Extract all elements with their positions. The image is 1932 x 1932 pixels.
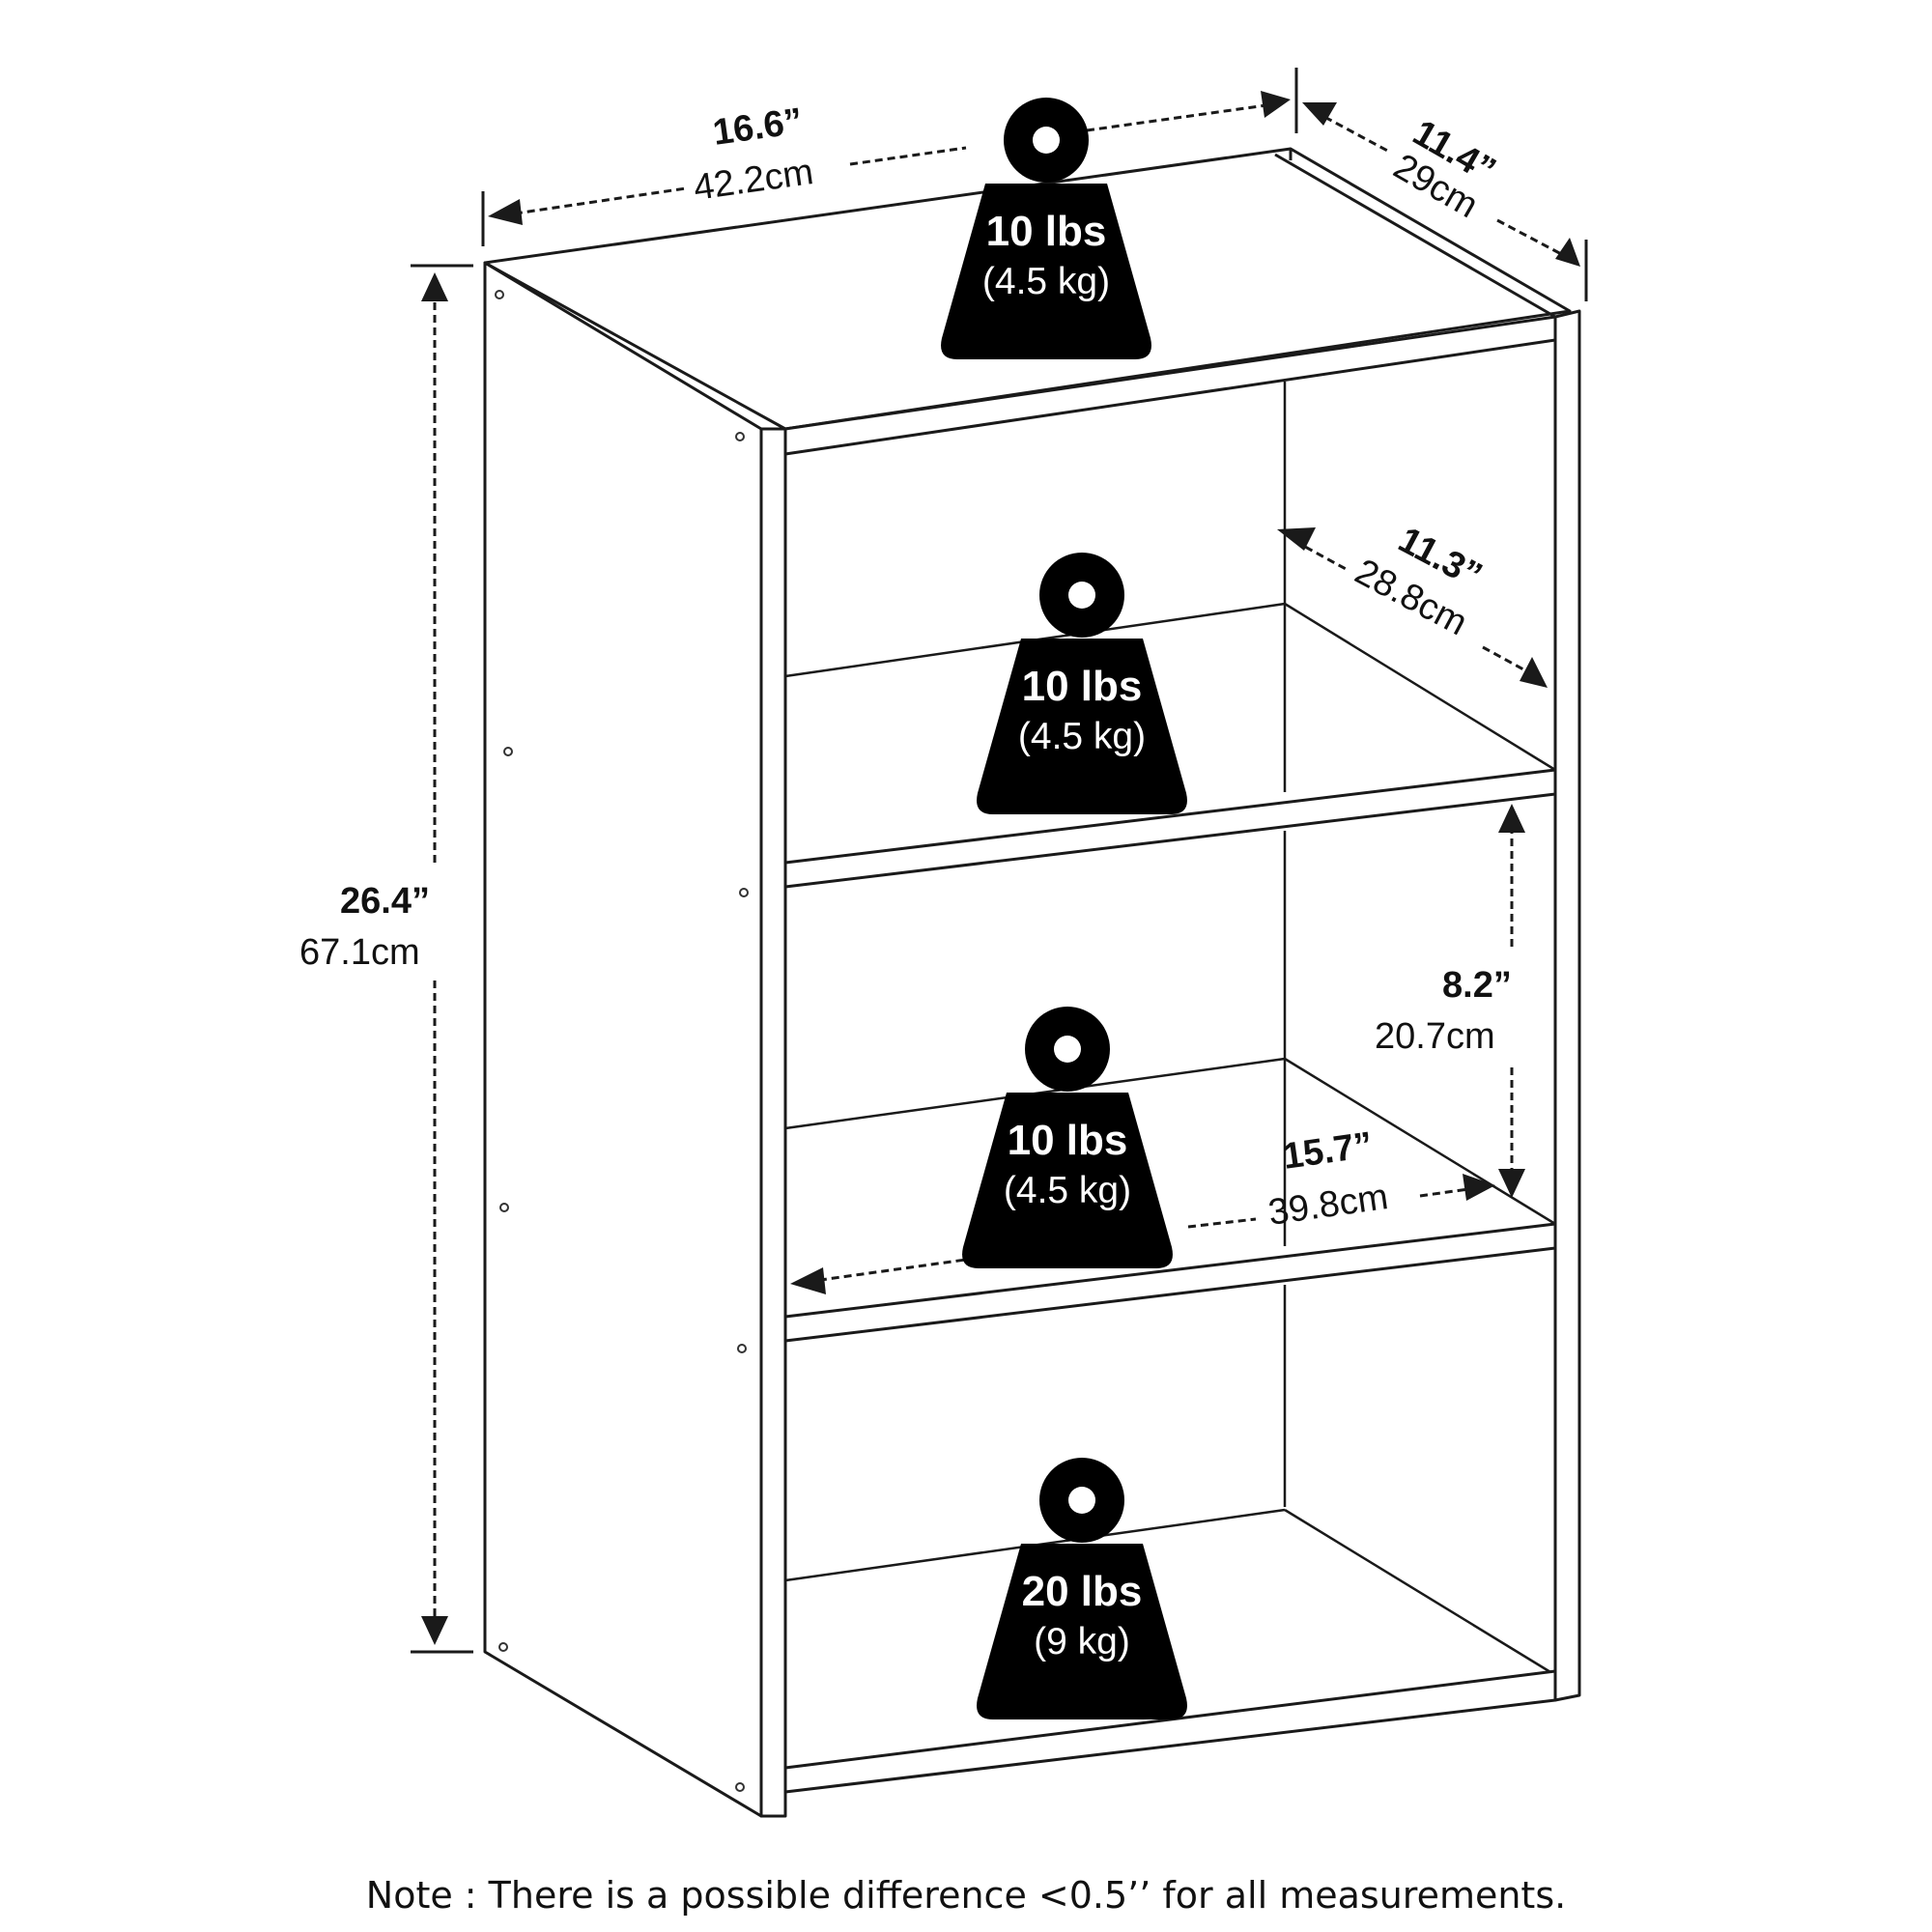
weight-top-lbs: 10 lbs: [986, 208, 1107, 255]
shelf-height-dimension: 8.2” 20.7cm: [1375, 804, 1525, 1198]
weight-bottom-lbs: 20 lbs: [1022, 1568, 1143, 1615]
bookcase: [483, 147, 1581, 1818]
width-cm: 42.2cm: [691, 152, 815, 209]
weight-shelf2-kg: (4.5 kg): [1004, 1170, 1131, 1211]
weight-shelf1-lbs: 10 lbs: [1022, 663, 1143, 710]
weight-badge-shelf-1: 10 lbs (4.5 kg): [977, 553, 1187, 814]
front-left-edge: [759, 427, 787, 1818]
screw-holes: [495, 290, 749, 1792]
shelf-height-inches: 8.2”: [1442, 965, 1512, 1006]
top-front-face: [783, 315, 1557, 456]
height-cm: 67.1cm: [299, 932, 420, 973]
shelf-bottom: [783, 1508, 1557, 1816]
weight-badge-top: 10 lbs (4.5 kg): [941, 98, 1151, 359]
weight-badge-shelf-2: 10 lbs (4.5 kg): [962, 1007, 1173, 1268]
measurement-note: Note : There is a possible difference <0…: [366, 1874, 1566, 1917]
shelf-2: [783, 1057, 1557, 1343]
left-side-panel: [483, 261, 763, 1818]
inner-depth-dimension: 11.3” 28.8cm: [1277, 520, 1548, 688]
height-inches: 26.4”: [340, 881, 430, 922]
weight-badge-bottom: 20 lbs (9 kg): [977, 1458, 1187, 1719]
height-dimension: 26.4” 67.1cm: [299, 264, 473, 1654]
weight-top-kg: (4.5 kg): [982, 261, 1110, 302]
width-inches: 16.6”: [710, 100, 805, 154]
weight-shelf2-lbs: 10 lbs: [1008, 1117, 1128, 1164]
weight-bottom-kg: (9 kg): [1034, 1621, 1130, 1662]
weight-shelf1-kg: (4.5 kg): [1018, 716, 1146, 757]
shelf-height-cm: 20.7cm: [1375, 1016, 1495, 1057]
inner-width-inches: 15.7”: [1280, 1124, 1375, 1178]
right-side-edge: [1553, 309, 1581, 1702]
